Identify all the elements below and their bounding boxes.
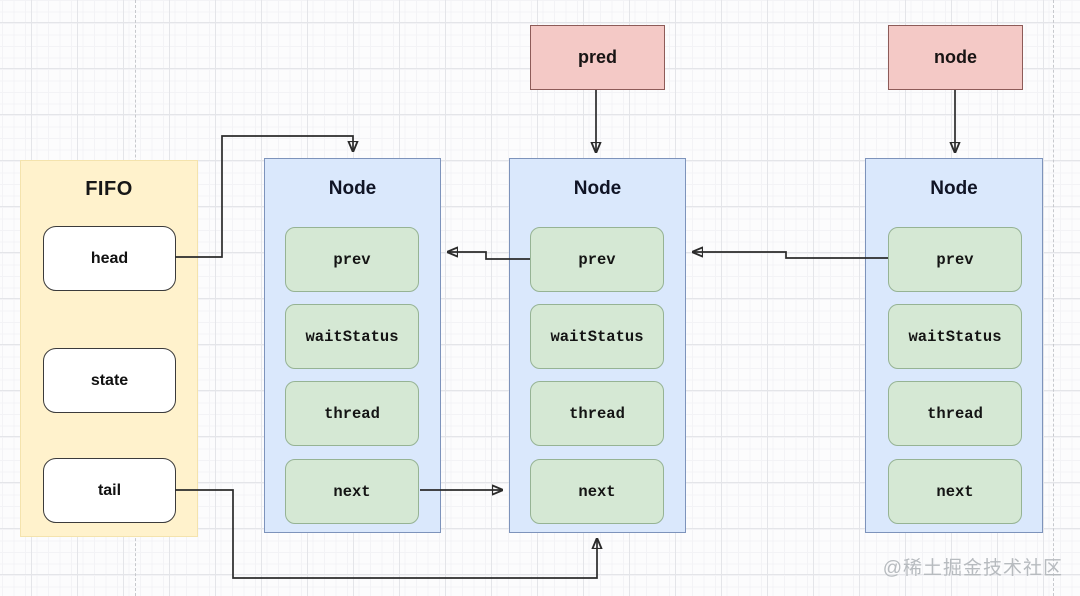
- watermark: @稀土掘金技术社区: [882, 558, 1063, 579]
- node2-field-prev-label: prev: [578, 250, 616, 269]
- node1-field-next-label: next: [333, 482, 371, 501]
- node3-title: Node: [930, 178, 978, 199]
- node3-field-next: next: [888, 459, 1022, 524]
- node3-field-prev: prev: [888, 227, 1022, 292]
- node3-box: Node prev waitStatus thread next: [865, 158, 1043, 533]
- node1-field-thread-label: thread: [324, 404, 380, 423]
- fifo-field-head: head: [43, 226, 176, 291]
- node3-field-waitstatus: waitStatus: [888, 304, 1022, 369]
- node1-box: Node prev waitStatus thread next: [264, 158, 441, 533]
- pred-pointer-label: pred: [577, 47, 617, 67]
- fifo-field-tail-label: tail: [97, 481, 122, 499]
- fifo-field-head-label: head: [90, 249, 129, 267]
- node2-box: Node prev waitStatus thread next: [509, 158, 686, 533]
- node1-field-thread: thread: [285, 381, 419, 446]
- node1-title: Node: [328, 178, 377, 199]
- node-pointer-box: node: [888, 25, 1023, 90]
- node1-field-prev: prev: [285, 227, 419, 292]
- node2-field-thread-label: thread: [569, 404, 625, 423]
- fifo-field-tail: tail: [43, 458, 176, 523]
- node2-field-thread: thread: [530, 381, 664, 446]
- node3-field-next-label: next: [936, 482, 974, 501]
- fifo-title: FIFO: [85, 178, 133, 200]
- page-boundary-line-right: [1053, 0, 1054, 596]
- fifo-field-state-label: state: [90, 371, 129, 389]
- node2-field-prev: prev: [530, 227, 664, 292]
- node3-field-prev-label: prev: [936, 250, 974, 269]
- node2-field-next-label: next: [578, 482, 616, 501]
- node2-field-waitstatus: waitStatus: [530, 304, 664, 369]
- fifo-box: FIFO head state tail: [20, 160, 198, 537]
- node1-field-prev-label: prev: [333, 250, 371, 269]
- node1-field-next: next: [285, 459, 419, 524]
- arrow-node3-prev-to-node2: [694, 252, 888, 259]
- pred-pointer-box: pred: [530, 25, 665, 90]
- node2-field-waitstatus-label: waitStatus: [550, 327, 644, 346]
- node3-field-waitstatus-label: waitStatus: [908, 327, 1002, 346]
- node3-field-thread-label: thread: [927, 404, 983, 423]
- node1-field-waitstatus-label: waitStatus: [305, 327, 399, 346]
- node2-field-next: next: [530, 459, 664, 524]
- node3-field-thread: thread: [888, 381, 1022, 446]
- node-pointer-label: node: [934, 47, 977, 67]
- fifo-field-state: state: [43, 348, 176, 413]
- node2-title: Node: [573, 178, 622, 199]
- node1-field-waitstatus: waitStatus: [285, 304, 419, 369]
